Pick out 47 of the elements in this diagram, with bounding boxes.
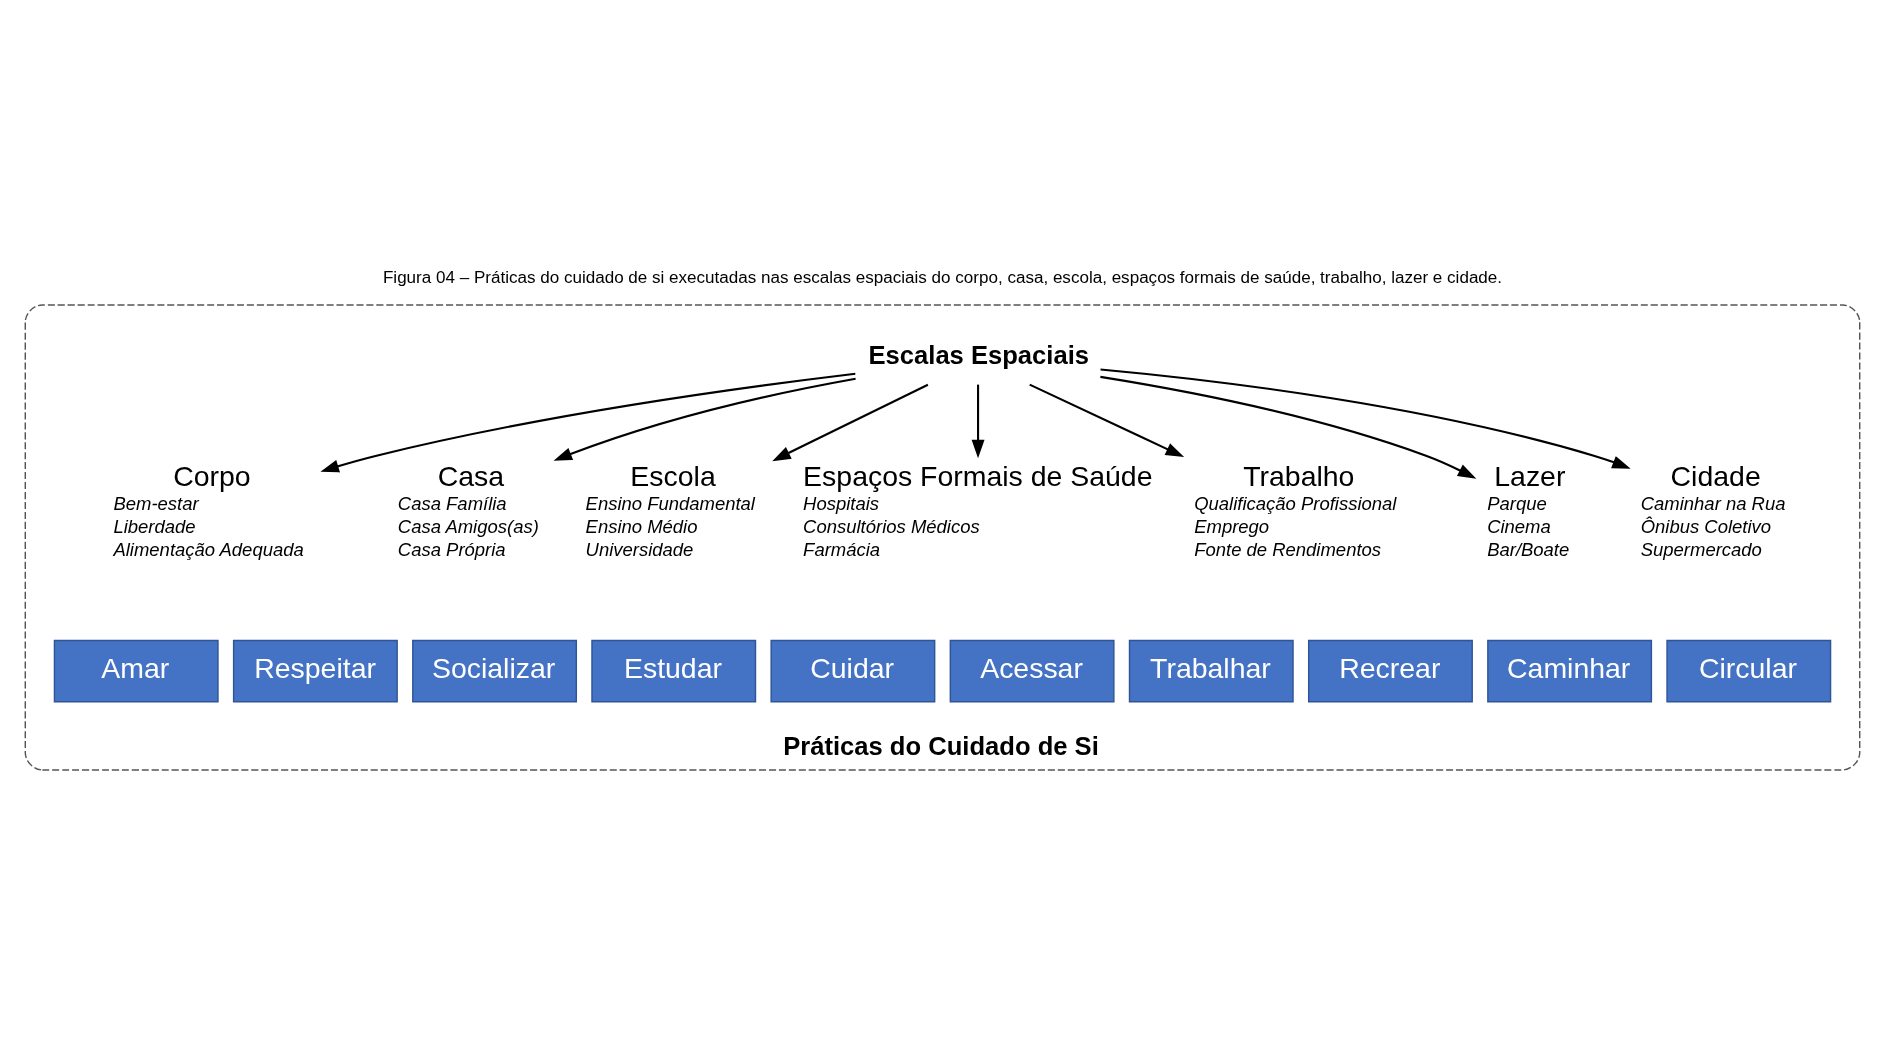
node-box: Amar bbox=[53, 639, 219, 703]
node-label: Caminhar na Rua bbox=[1640, 493, 1786, 515]
node-label: Liberdade bbox=[113, 516, 196, 538]
node-box: Estudar bbox=[591, 639, 757, 703]
arrow bbox=[1100, 368, 1631, 469]
node-box: Socializar bbox=[412, 639, 578, 703]
node-text: Escola bbox=[630, 459, 716, 492]
node-label: Hospitais bbox=[803, 493, 880, 515]
arrow bbox=[971, 384, 985, 459]
node-text: Lazer bbox=[1494, 459, 1566, 492]
arrow bbox=[320, 372, 856, 473]
node-label: Qualificação Profissional bbox=[1194, 493, 1397, 515]
arrow bbox=[1029, 383, 1185, 458]
node-text: Escalas Espaciais bbox=[868, 340, 1089, 369]
node-label: Casa Amigos(as) bbox=[397, 516, 539, 538]
node-label: Cinema bbox=[1487, 516, 1551, 538]
node-box: Respeitar bbox=[232, 639, 398, 703]
node-label: Consultórios Médicos bbox=[803, 516, 980, 538]
node-label: Ônibus Coletivo bbox=[1640, 516, 1772, 538]
node-text: Cidade bbox=[1670, 459, 1761, 492]
node-label: Bem-estar bbox=[113, 493, 199, 515]
node-text: Casa bbox=[437, 459, 505, 492]
node-label: Alimentação Adequada bbox=[113, 538, 304, 560]
diagram-title: Figura 04 – Práticas do cuidado de si executadas nas escalas espaciais do corpo, casa, escola, espaços formais de saúde, trabalho, lazer e cidade. bbox=[382, 268, 1503, 288]
node-box: Caminhar bbox=[1487, 639, 1653, 703]
arrow bbox=[772, 383, 929, 462]
node-label: Supermercado bbox=[1640, 538, 1762, 560]
node-label: Ensino Fundamental bbox=[585, 493, 755, 515]
node-box: Acessar bbox=[949, 639, 1115, 703]
node-label: Universidade bbox=[585, 538, 694, 560]
arrow bbox=[1100, 375, 1477, 479]
node-text: Espaços Formais de Saúde bbox=[803, 459, 1153, 492]
node-text: Trabalho bbox=[1243, 459, 1355, 492]
node-box: Cuidar bbox=[770, 639, 936, 703]
node-label: Casa Própria bbox=[397, 538, 506, 560]
node-label: Farmácia bbox=[803, 538, 881, 560]
node-label: Casa Família bbox=[397, 493, 507, 515]
node-box: Trabalhar bbox=[1128, 639, 1294, 703]
node-label: Parque bbox=[1487, 493, 1547, 515]
node-text: Corpo bbox=[173, 459, 251, 492]
node-box: Recrear bbox=[1307, 639, 1473, 703]
node-label: Bar/Boate bbox=[1487, 538, 1570, 560]
arrow bbox=[553, 377, 856, 461]
node-label: Emprego bbox=[1194, 516, 1270, 538]
node-box: Circular bbox=[1666, 639, 1832, 703]
node-label: Fonte de Rendimentos bbox=[1194, 538, 1382, 560]
node-label: Ensino Médio bbox=[585, 516, 698, 538]
